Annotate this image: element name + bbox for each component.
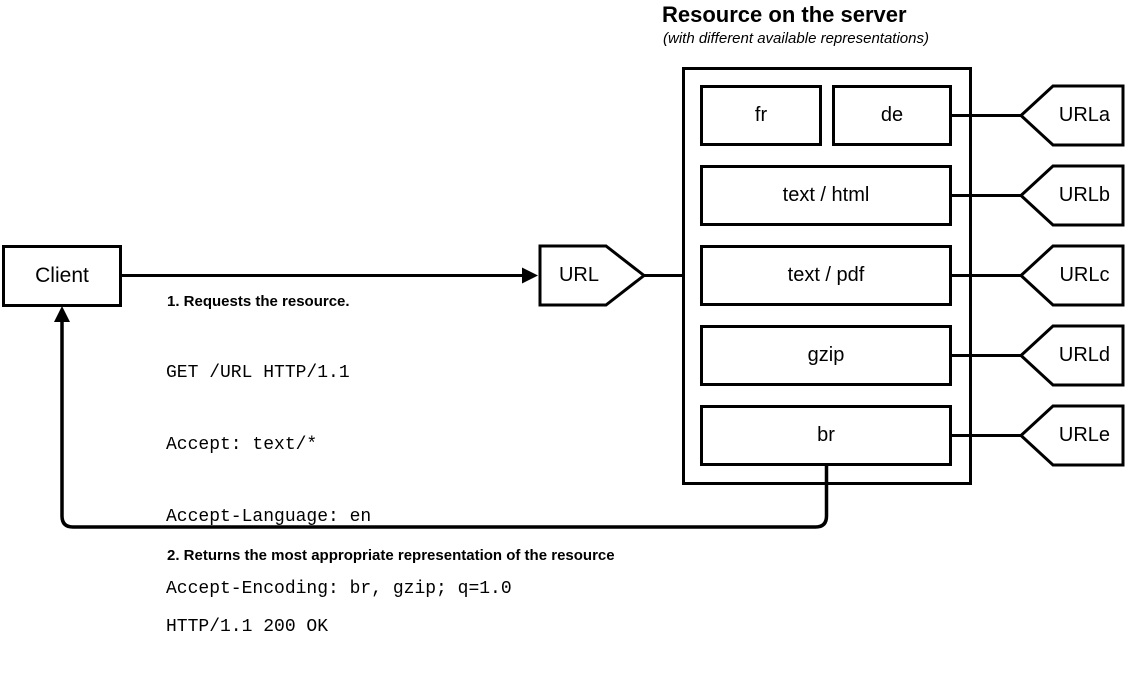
url-tag-b: URLb (1058, 184, 1111, 206)
url-tag-a: URLa (1058, 104, 1111, 126)
representation-label: br (817, 424, 835, 446)
url-tag-shapes (1018, 84, 1125, 467)
url-node-label: URL (558, 264, 599, 286)
request-line: GET /URL HTTP/1.1 (166, 363, 350, 383)
response-arrow (54, 306, 829, 529)
request-line: Accept-Language: en (166, 507, 372, 527)
request-line: Accept-Encoding: br, gzip; q=1.0 (166, 579, 512, 599)
server-title: Resource on the server (662, 2, 907, 27)
representation-label: gzip (807, 344, 845, 366)
response-code: HTTP/1.1 200 OK Content-Location: /URLe … (166, 567, 414, 679)
response-heading: 2. Returns the most appropriate represen… (167, 547, 615, 564)
representation-label: text / pdf (787, 264, 865, 286)
url-tag-e: URLe (1058, 424, 1111, 446)
representation-label: text / html (782, 184, 870, 206)
server-container (682, 67, 972, 485)
request-line: Accept: text/* (166, 435, 318, 455)
server-subtitle: (with different available representation… (663, 30, 929, 47)
request-code: GET /URL HTTP/1.1 Accept: text/* Accept-… (166, 313, 512, 649)
representation-de: de (832, 85, 952, 146)
client-label: Client (35, 264, 89, 287)
representation-fr: fr (700, 85, 822, 146)
representation-connectors (950, 114, 1022, 437)
response-line: HTTP/1.1 200 OK (166, 617, 329, 637)
request-arrow (122, 267, 538, 284)
representation-br: br (700, 405, 952, 466)
representation-text-pdf: text / pdf (700, 245, 952, 306)
client-node: Client (2, 245, 122, 307)
representation-text-html: text / html (700, 165, 952, 226)
url-pentagon-shape (538, 244, 647, 307)
url-tag-d: URLd (1058, 344, 1111, 366)
representation-gzip: gzip (700, 325, 952, 386)
request-heading: 1. Requests the resource. (167, 293, 350, 310)
url-tag-c: URLc (1059, 264, 1110, 286)
representation-label: fr (754, 104, 768, 126)
representation-label: de (880, 104, 904, 126)
